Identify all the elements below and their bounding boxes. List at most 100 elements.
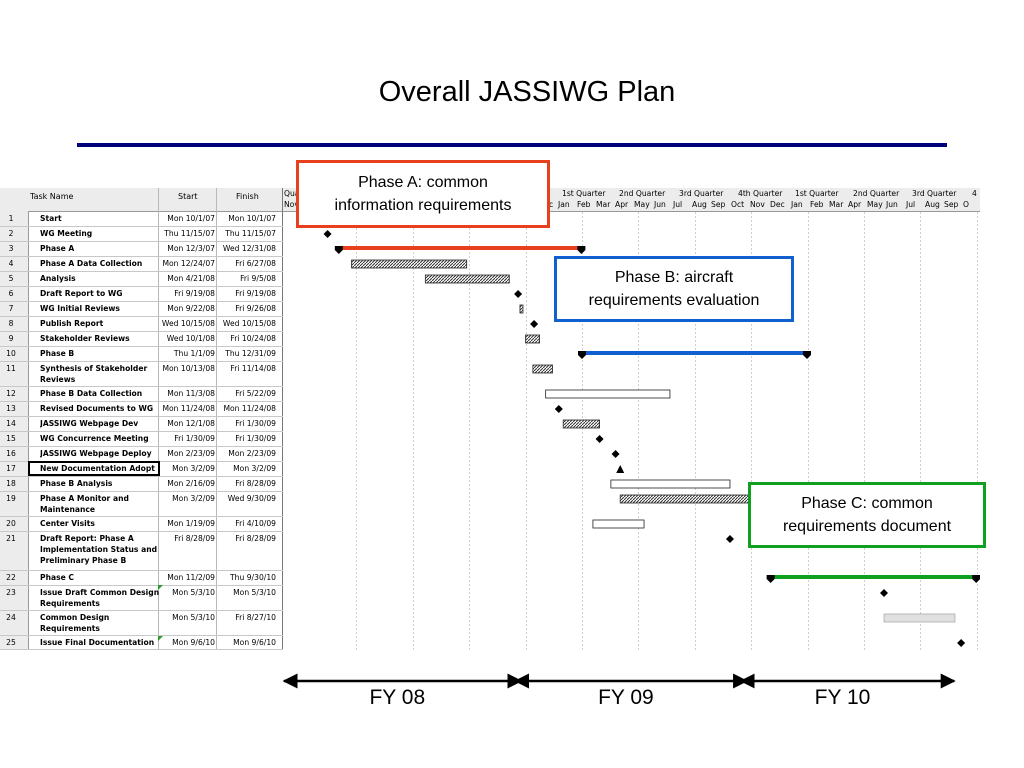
milestone-marker[interactable] [611, 450, 620, 458]
task-finish-cell[interactable]: Fri 9/26/08 [235, 304, 276, 313]
task-start-cell[interactable]: Wed 10/15/08 [161, 319, 215, 328]
task-name-cell[interactable]: Draft Report to WG [40, 289, 123, 298]
summary-bar[interactable] [338, 246, 582, 250]
task-start-cell[interactable]: Mon 9/22/08 [167, 304, 215, 313]
task-start-cell[interactable]: Mon 10/1/07 [167, 214, 215, 223]
task-id-cell[interactable]: 22 [6, 573, 16, 582]
task-bar[interactable] [610, 479, 731, 489]
task-id-cell[interactable]: 23 [6, 588, 16, 597]
task-finish-cell[interactable]: Wed 12/31/08 [222, 244, 276, 253]
task-name-cell[interactable]: Phase A Data Collection [40, 259, 143, 268]
task-finish-cell[interactable]: Thu 11/15/07 [225, 229, 276, 238]
task-finish-cell[interactable]: Thu 9/30/10 [230, 573, 276, 582]
task-bar[interactable] [525, 334, 540, 344]
summary-bar[interactable] [770, 575, 977, 579]
task-start-cell[interactable]: Mon 12/24/07 [162, 259, 215, 268]
task-start-cell[interactable]: Wed 10/1/08 [166, 334, 215, 343]
task-start-cell[interactable]: Mon 2/16/09 [167, 479, 215, 488]
task-finish-cell[interactable]: Fri 1/30/09 [235, 434, 276, 443]
task-finish-cell[interactable]: Fri 9/19/08 [235, 289, 276, 298]
milestone-marker[interactable] [957, 639, 966, 647]
task-finish-cell[interactable]: Mon 2/23/09 [228, 449, 276, 458]
task-name-cell[interactable]: New Documentation Adopt [40, 464, 155, 473]
milestone-marker[interactable] [595, 435, 604, 443]
task-name-cell[interactable]: Phase B [40, 349, 75, 358]
task-name-cell[interactable]: Synthesis of Stakeholder Reviews [40, 364, 148, 384]
task-start-cell[interactable]: Mon 2/23/09 [167, 449, 215, 458]
task-finish-cell[interactable]: Fri 6/27/08 [235, 259, 276, 268]
milestone-marker[interactable] [514, 290, 523, 298]
task-name-cell[interactable]: Phase B Data Collection [40, 389, 143, 398]
task-bar[interactable] [619, 494, 751, 504]
task-name-cell[interactable]: Publish Report [40, 319, 104, 328]
task-finish-cell[interactable]: Fri 10/24/08 [230, 334, 276, 343]
task-start-cell[interactable]: Fri 8/28/09 [174, 534, 215, 543]
task-id-cell[interactable]: 9 [8, 334, 14, 343]
task-finish-cell[interactable]: Mon 5/3/10 [233, 588, 276, 597]
task-start-cell[interactable]: Mon 3/2/09 [172, 494, 215, 503]
task-start-cell[interactable]: Mon 11/2/09 [167, 573, 215, 582]
task-name-cell[interactable]: Stakeholder Reviews [40, 334, 130, 343]
task-id-cell[interactable]: 17 [6, 464, 16, 473]
task-finish-cell[interactable]: Mon 11/24/08 [223, 404, 276, 413]
task-name-cell[interactable]: Revised Documents to WG [40, 404, 154, 413]
task-finish-cell[interactable]: Mon 3/2/09 [233, 464, 276, 473]
task-finish-cell[interactable]: Mon 10/1/07 [228, 214, 276, 223]
task-finish-cell[interactable]: Fri 9/5/08 [240, 274, 276, 283]
task-id-cell[interactable]: 24 [6, 613, 16, 622]
task-id-cell[interactable]: 10 [6, 349, 16, 358]
task-id-cell[interactable]: 4 [8, 259, 14, 268]
task-finish-cell[interactable]: Mon 9/6/10 [233, 638, 276, 647]
task-start-cell[interactable]: Mon 1/19/09 [167, 519, 215, 528]
task-bar[interactable] [519, 304, 524, 314]
task-finish-cell[interactable]: Wed 10/15/08 [222, 319, 276, 328]
task-name-cell[interactable]: Draft Report: Phase A Implementation Sta… [40, 534, 158, 565]
task-start-cell[interactable]: Thu 1/1/09 [173, 349, 215, 358]
task-name-cell[interactable]: Phase B Analysis [40, 479, 113, 488]
task-id-cell[interactable]: 1 [8, 214, 14, 223]
task-finish-cell[interactable]: Fri 4/10/09 [235, 519, 276, 528]
task-bar[interactable] [532, 364, 553, 374]
task-id-cell[interactable]: 7 [8, 304, 14, 313]
task-name-header[interactable]: Task Name [30, 192, 74, 201]
task-id-cell[interactable]: 2 [8, 229, 14, 238]
milestone-marker[interactable] [616, 465, 625, 473]
task-name-cell[interactable]: Analysis [40, 274, 76, 283]
task-id-cell[interactable]: 6 [8, 289, 14, 298]
task-start-cell[interactable]: Mon 11/24/08 [162, 404, 215, 413]
task-id-cell[interactable]: 21 [6, 534, 16, 543]
start-header[interactable]: Start [178, 192, 198, 201]
task-id-cell[interactable]: 19 [6, 494, 16, 503]
task-id-cell[interactable]: 13 [6, 404, 16, 413]
task-start-cell[interactable]: Mon 4/21/08 [167, 274, 215, 283]
task-id-cell[interactable]: 8 [8, 319, 14, 328]
task-finish-cell[interactable]: Fri 5/22/09 [235, 389, 276, 398]
task-name-cell[interactable]: WG Initial Reviews [40, 304, 120, 313]
task-start-cell[interactable]: Thu 11/15/07 [164, 229, 215, 238]
task-id-cell[interactable]: 20 [6, 519, 16, 528]
milestone-marker[interactable] [530, 320, 539, 328]
milestone-marker[interactable] [880, 589, 889, 597]
task-start-cell[interactable]: Fri 1/30/09 [174, 434, 215, 443]
task-id-cell[interactable]: 15 [6, 434, 16, 443]
task-start-cell[interactable]: Mon 9/6/10 [172, 638, 215, 647]
task-id-cell[interactable]: 11 [6, 364, 16, 373]
task-finish-cell[interactable]: Fri 8/28/09 [235, 479, 276, 488]
summary-bar[interactable] [582, 351, 807, 355]
task-finish-cell[interactable]: Fri 11/14/08 [230, 364, 276, 373]
task-bar[interactable] [883, 613, 956, 623]
task-name-cell[interactable]: WG Concurrence Meeting [40, 434, 149, 443]
task-name-cell[interactable]: WG Meeting [40, 229, 93, 238]
task-id-cell[interactable]: 25 [6, 638, 16, 647]
task-bar[interactable] [424, 274, 510, 284]
task-name-cell[interactable]: Center Visits [40, 519, 95, 528]
selected-cell[interactable] [28, 461, 160, 476]
task-bar[interactable] [351, 259, 468, 269]
task-start-cell[interactable]: Mon 10/13/08 [162, 364, 215, 373]
task-id-cell[interactable]: 18 [6, 479, 16, 488]
task-finish-cell[interactable]: Wed 9/30/09 [227, 494, 276, 503]
task-id-cell[interactable]: 14 [6, 419, 16, 428]
task-start-cell[interactable]: Mon 3/2/09 [172, 464, 215, 473]
milestone-marker[interactable] [554, 405, 563, 413]
task-name-cell[interactable]: Common Design Requirements [40, 613, 110, 633]
